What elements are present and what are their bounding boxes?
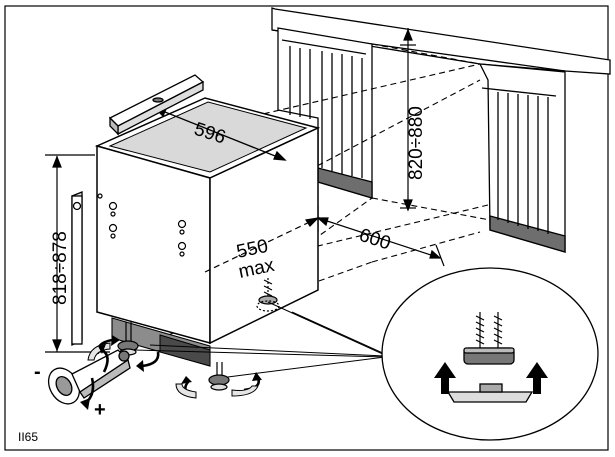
kitchen-cabinets xyxy=(271,7,611,253)
appliance-side xyxy=(209,126,319,345)
front-right-foot xyxy=(208,362,230,391)
mounting-holes xyxy=(97,193,187,257)
niche-depth-dimension xyxy=(316,205,445,267)
appliance-front xyxy=(96,145,211,344)
raise-arrows-icon xyxy=(434,362,548,394)
spacer-gauge-icon xyxy=(71,191,83,347)
appliance-height-label: 818÷878 xyxy=(50,231,71,305)
figure-frame xyxy=(4,5,609,451)
right-cabinet-door xyxy=(481,87,557,234)
right-cabinet-plinth xyxy=(489,215,566,253)
rotation-arrowheads xyxy=(111,335,262,384)
niche-height-dimension xyxy=(400,28,416,212)
dishwasher xyxy=(94,97,321,367)
figure-code: II65 xyxy=(18,430,38,444)
raise-sign: + xyxy=(94,399,106,421)
left-cabinet-door xyxy=(281,39,367,178)
wrench-icon xyxy=(47,344,131,410)
appliance-depth-dimension xyxy=(204,217,320,273)
spirit-level-icon xyxy=(108,74,205,136)
leader-lines xyxy=(134,301,386,379)
niche-height-label: 820÷880 xyxy=(406,106,427,180)
rear-adjuster-screw-icon xyxy=(256,278,280,312)
lower-sign: - xyxy=(34,361,41,383)
foot-detail-zoom xyxy=(381,267,599,441)
